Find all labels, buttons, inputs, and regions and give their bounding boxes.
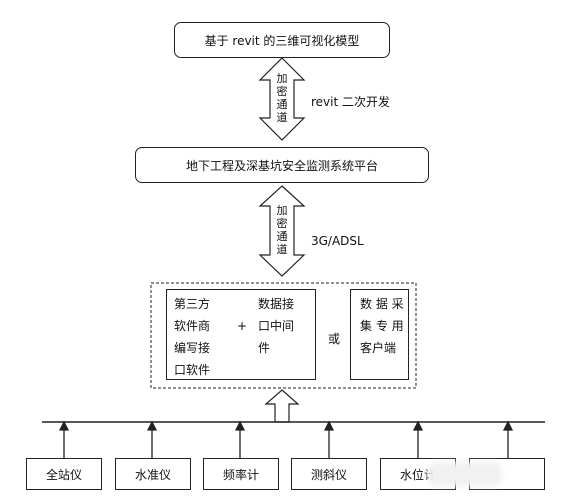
- plus-sign: +: [237, 319, 248, 333]
- client-line-3: 客户端: [360, 341, 397, 355]
- arrow1-char-2: 密: [276, 85, 288, 98]
- instrument-label: 频率计: [222, 467, 259, 482]
- data-interface-line-3: 件: [258, 341, 271, 355]
- platform-box: 地下工程及深基坑安全监测系统平台: [135, 147, 429, 183]
- client-line-2: 集 专 用: [360, 319, 404, 333]
- arrow2-side-label: 3G/ADSL: [311, 234, 364, 248]
- instrument-arrows: [58, 420, 514, 458]
- double-arrow-2: [258, 185, 306, 277]
- platform-label: 地下工程及深基坑安全监测系统平台: [185, 158, 378, 173]
- instrument-label: 测斜仪: [310, 467, 347, 482]
- up-block-arrow: [264, 389, 300, 423]
- arrow2-char-1: 加: [276, 204, 288, 217]
- instrument-inclinometer: 测斜仪: [291, 458, 367, 490]
- revit-model-label: 基于 revit 的三维可视化模型: [204, 33, 360, 48]
- client-line-1: 数 据 采: [360, 297, 404, 311]
- third-party-line-2: 软件商: [174, 319, 211, 333]
- data-interface-line-2: 口中间: [258, 319, 295, 333]
- third-party-line-1: 第三方: [174, 297, 211, 311]
- data-interface-line-1: 数据接: [258, 297, 295, 311]
- client-box: [350, 289, 409, 380]
- instrument-total-station: 全站仪: [26, 458, 102, 490]
- arrow1-char-1: 加: [276, 72, 288, 85]
- instrument-label: 全站仪: [45, 467, 82, 482]
- instrument-level: 水准仪: [115, 458, 191, 490]
- arrow1-side-label: revit 二次开发: [311, 95, 391, 109]
- arrow1-char-4: 道: [276, 111, 288, 124]
- instrument-frequency-meter: 频率计: [203, 458, 279, 490]
- arrow2-char-3: 通: [276, 230, 288, 243]
- instrument-label: 水位计: [399, 467, 436, 482]
- arrow1-char-3: 通: [276, 98, 288, 111]
- watermark-overlay: [428, 462, 502, 486]
- double-arrow-1: [258, 57, 306, 141]
- or-label: 或: [328, 332, 341, 346]
- third-party-line-4: 口软件: [174, 363, 211, 377]
- interface-group-border: [150, 282, 417, 389]
- revit-model-box: 基于 revit 的三维可视化模型: [174, 22, 390, 58]
- arrow2-char-2: 密: [276, 217, 288, 230]
- interface-software-box: [166, 289, 316, 380]
- instrument-label: 水准仪: [134, 467, 171, 482]
- arrow2-char-4: 道: [276, 243, 288, 256]
- third-party-line-3: 编写接: [174, 341, 211, 355]
